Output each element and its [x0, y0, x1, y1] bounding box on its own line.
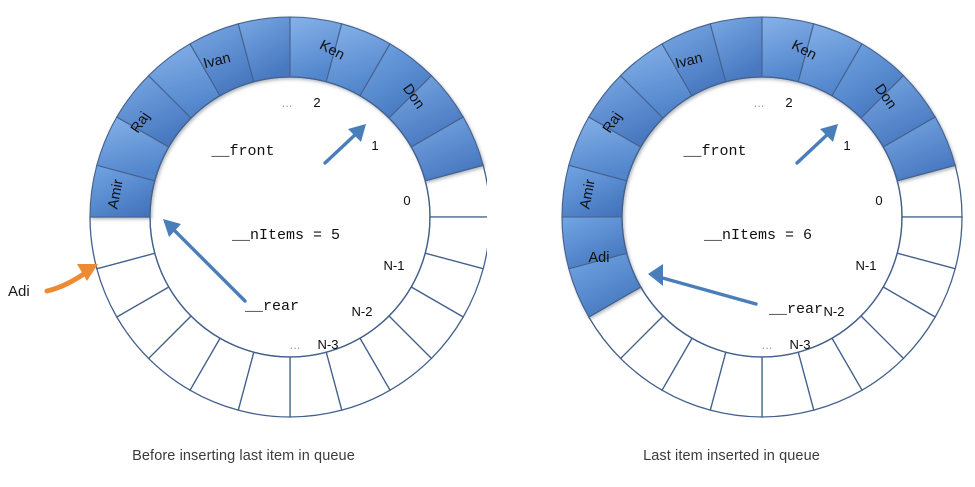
index-label-0: 0 — [875, 193, 882, 208]
index-label-2: 2 — [785, 95, 792, 110]
rear-field-label: __rear — [244, 298, 299, 315]
caption-before: Before inserting last item in queue — [132, 448, 355, 464]
caption-after: Last item inserted in queue — [643, 448, 820, 464]
index-label-n-2: N-2 — [824, 304, 845, 319]
index-label-n-3: N-3 — [790, 337, 811, 352]
ring-label-amir: Amir — [105, 178, 126, 210]
rear-field-label: __rear — [768, 301, 823, 318]
index-ellipsis-top: ... — [282, 95, 293, 110]
inner-circle-outline — [621, 76, 903, 358]
index-label-n-1: N-1 — [856, 258, 877, 273]
empty-slots-group — [89, 164, 487, 418]
adi-annotation-label: Adi — [8, 283, 30, 300]
panel-after: Ivan Ken Don Raj Amir Adi ... 2 1 0 N-1 … — [488, 0, 975, 487]
panel-before: Ivan Ken Don Raj Amir ... 2 1 0 N-1 N-2 … — [0, 0, 487, 487]
empty-slots-group — [587, 164, 963, 418]
index-ellipsis-bottom: ... — [762, 337, 773, 352]
index-label-0: 0 — [403, 193, 410, 208]
ring-label-ivan: Ivan — [674, 50, 704, 72]
index-ellipsis-bottom: ... — [290, 337, 301, 352]
nitems-field-label: __nItems = 6 — [703, 227, 812, 244]
front-field-label: __front — [682, 143, 746, 160]
ring-label-ivan: Ivan — [202, 50, 232, 72]
filled-slots-group — [561, 16, 956, 318]
index-label-n-1: N-1 — [384, 258, 405, 273]
filled-slots-group — [89, 16, 484, 218]
front-pointer-arrow — [795, 124, 838, 165]
index-label-1: 1 — [371, 138, 378, 153]
index-label-n-3: N-3 — [318, 337, 339, 352]
rear-pointer-arrow — [163, 219, 247, 303]
rear-pointer-arrow — [648, 264, 758, 306]
index-label-1: 1 — [843, 138, 850, 153]
ring-label-amir: Amir — [577, 178, 598, 210]
inner-circle-outline — [149, 76, 431, 358]
front-pointer-arrow — [323, 124, 366, 165]
adi-annotation-arrow — [44, 264, 98, 294]
nitems-field-label: __nItems = 5 — [231, 227, 340, 244]
index-label-2: 2 — [313, 95, 320, 110]
donut-after: Ivan Ken Don Raj Amir Adi ... 2 1 0 N-1 … — [561, 16, 963, 418]
index-label-n-2: N-2 — [352, 304, 373, 319]
donut-before: Ivan Ken Don Raj Amir ... 2 1 0 N-1 N-2 … — [44, 16, 487, 418]
ring-label-adi: Adi — [589, 250, 610, 266]
index-ellipsis-top: ... — [754, 95, 765, 110]
front-field-label: __front — [210, 143, 274, 160]
